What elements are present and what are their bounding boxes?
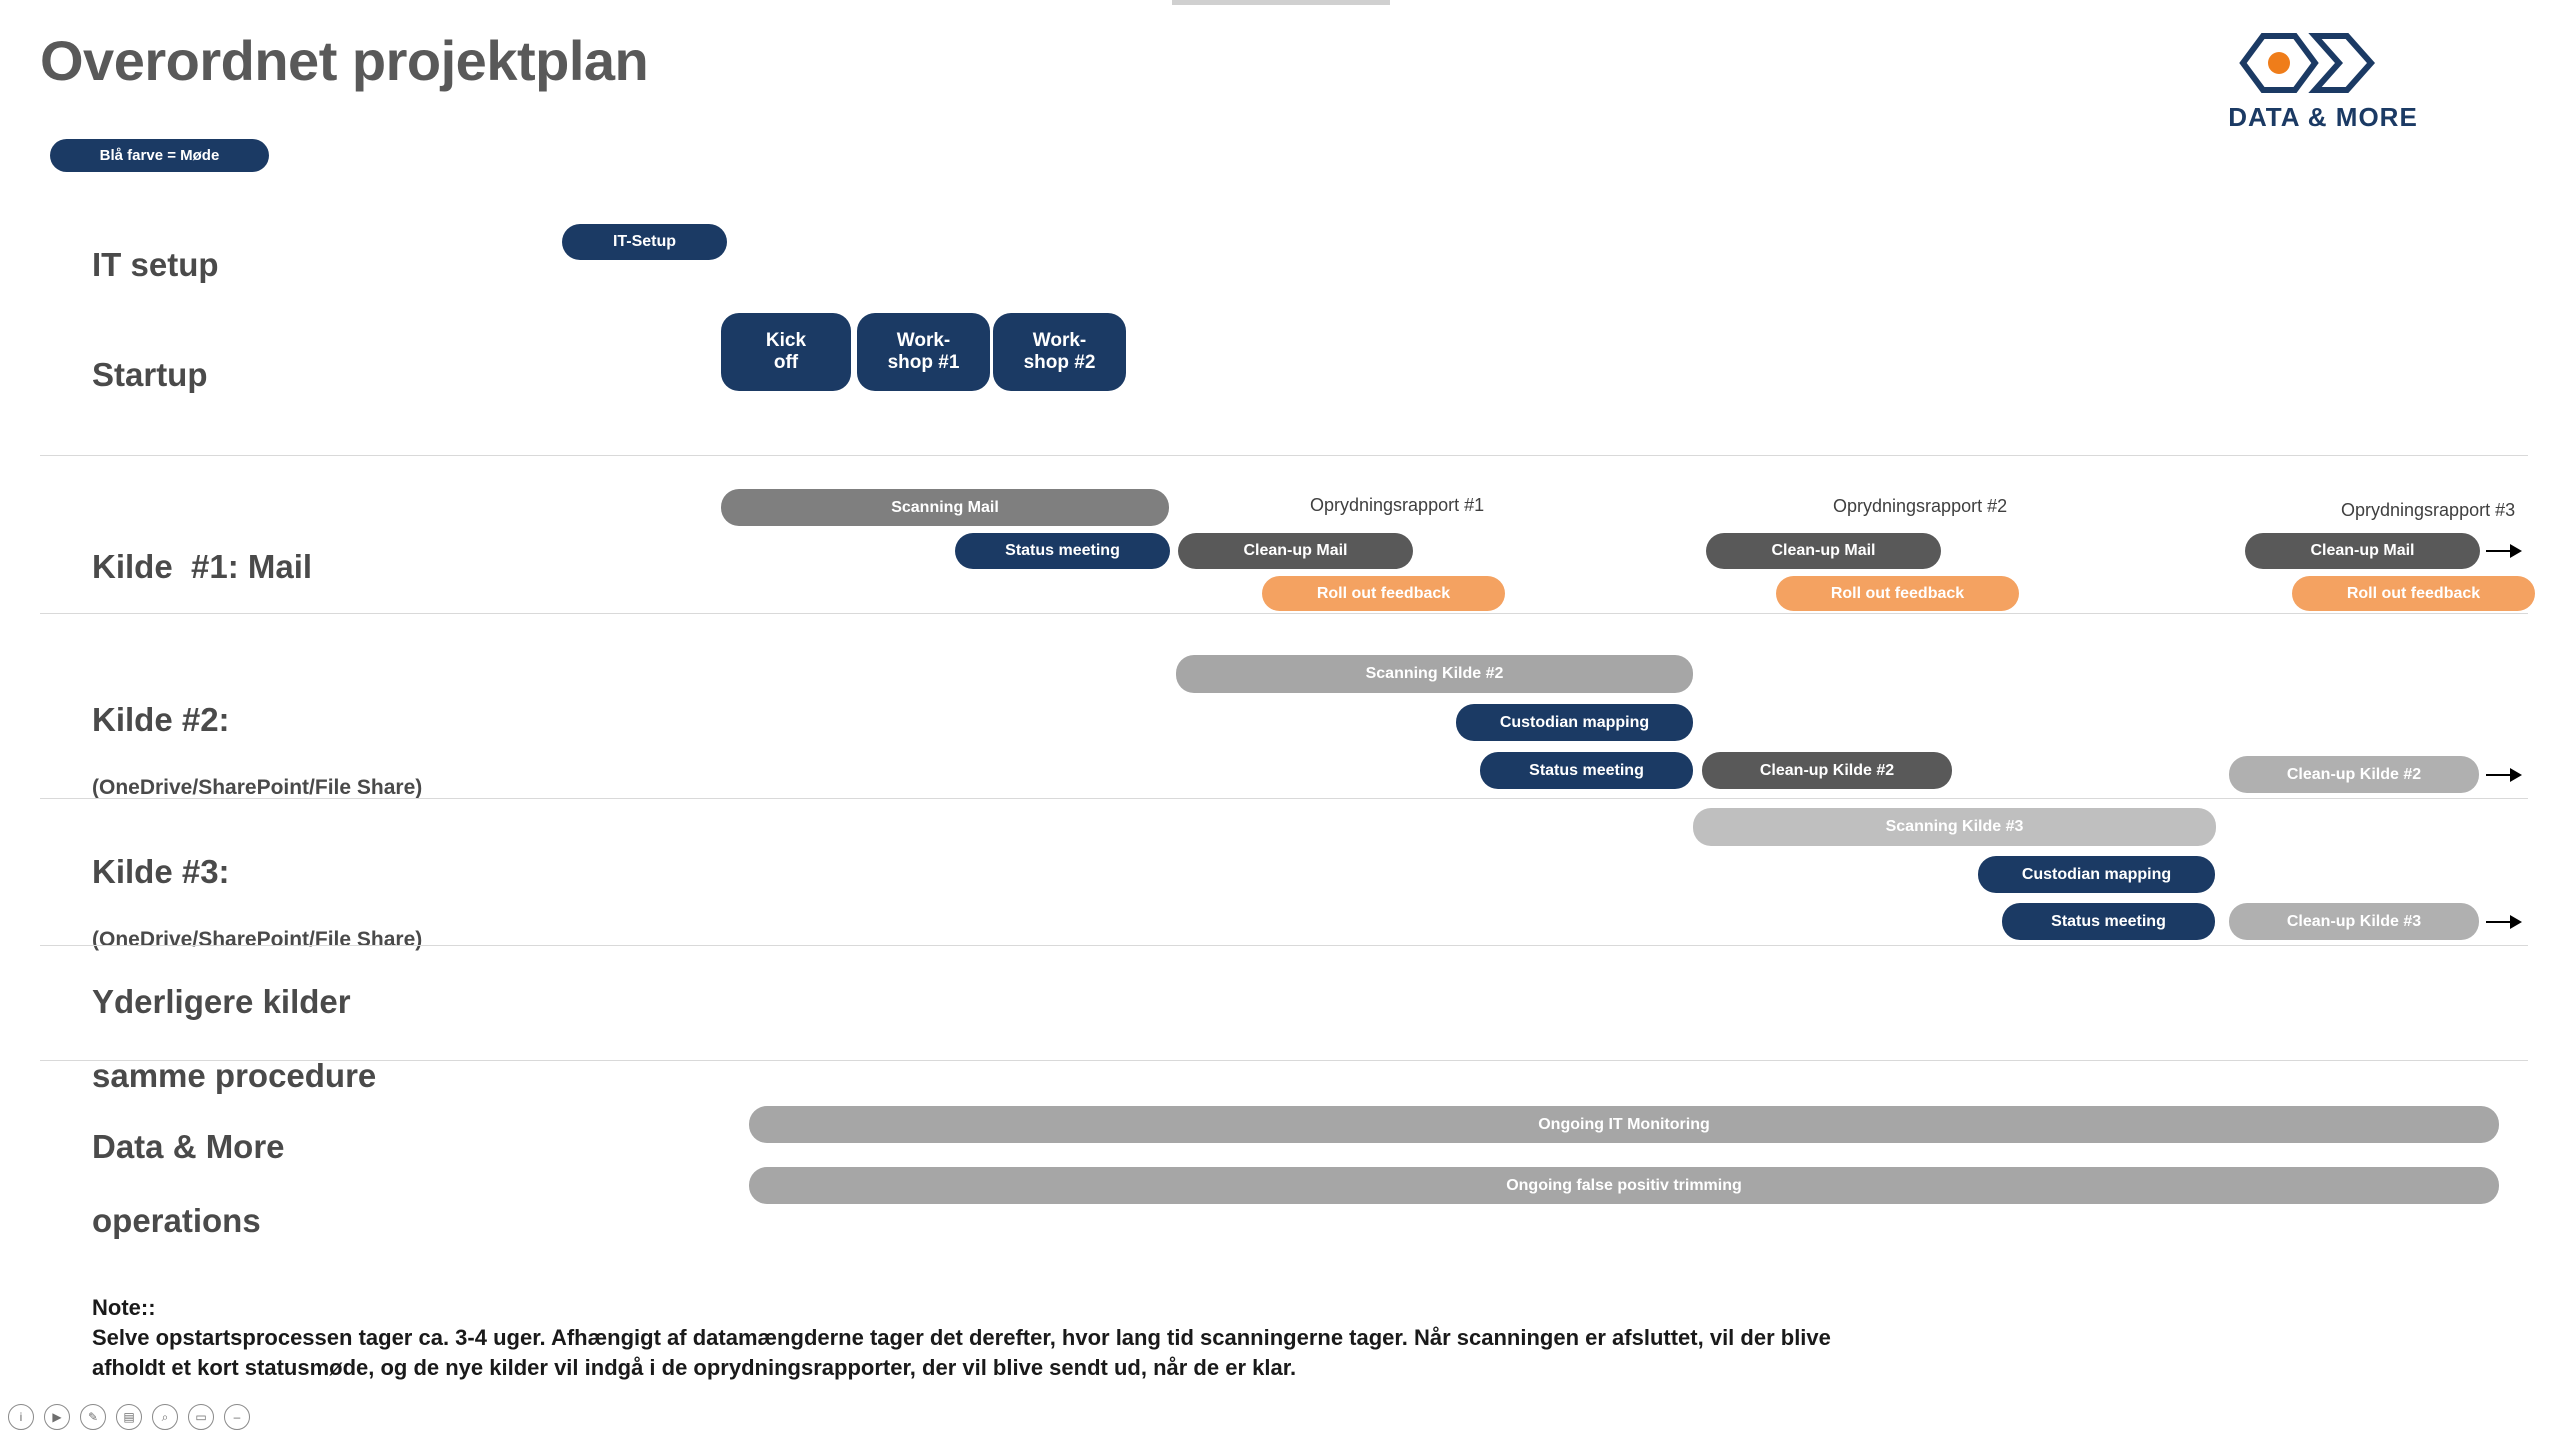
note-heading: Note::	[92, 1295, 156, 1320]
caption-report-3: Oprydningsrapport #3	[2341, 500, 2516, 520]
row-label-yderligere-kilder: Yderligere kilder samme procedure	[92, 983, 377, 1094]
bar-workshop-2-line2: shop #2	[1023, 352, 1096, 373]
bar-cleanup-mail-3[interactable]: Clean-up Mail	[2245, 533, 2480, 569]
caption-report-1: Oprydningsrapport #1	[1310, 495, 1485, 515]
bar-kick-off-line2: off	[773, 352, 799, 373]
company-logo: DATA & MORE	[2203, 30, 2443, 132]
bar-rollout-feedback-3[interactable]: Roll out feedback	[2292, 576, 2535, 611]
bar-rollout-feedback-2[interactable]: Roll out feedback	[1776, 576, 2019, 611]
bar-cleanup-kilde-3[interactable]: Clean-up Kilde #3	[2229, 903, 2479, 940]
arrow-kilde-1	[2486, 541, 2526, 561]
divider-3	[40, 798, 2528, 799]
arrow-kilde-2	[2486, 765, 2526, 785]
bar-status-meeting-2[interactable]: Status meeting	[1480, 752, 1693, 789]
bar-scanning-kilde-3[interactable]: Scanning Kilde #3	[1693, 808, 2216, 846]
search-icon[interactable]: ⌕	[152, 1404, 178, 1430]
bar-cleanup-mail-2[interactable]: Clean-up Mail	[1706, 533, 1941, 569]
bar-status-meeting-1[interactable]: Status meeting	[955, 533, 1170, 569]
pen-icon[interactable]: ✎	[80, 1404, 106, 1430]
page-title: Overordnet projektplan	[40, 29, 649, 92]
divider-1	[40, 455, 2528, 456]
bar-cleanup-kilde-2-a[interactable]: Clean-up Kilde #2	[1702, 752, 1952, 789]
row-label-startup: Startup	[92, 356, 208, 393]
bar-workshop-2-line1: Work-	[1032, 330, 1087, 352]
bar-ongoing-it-monitoring[interactable]: Ongoing IT Monitoring	[749, 1106, 2499, 1143]
hexagon-arrow-logo-icon	[2239, 33, 2376, 93]
minus-icon[interactable]: –	[224, 1404, 250, 1430]
bar-status-meeting-3[interactable]: Status meeting	[2002, 903, 2215, 940]
bar-custodian-mapping-2[interactable]: Custodian mapping	[1456, 704, 1693, 741]
note-block: Note:: Selve opstartsprocessen tager ca.…	[92, 1293, 2472, 1383]
bar-kick-off-line1: Kick	[765, 330, 807, 352]
divider-4	[40, 945, 2528, 946]
notes-icon[interactable]: ▭	[188, 1404, 214, 1430]
legend-badge: Blå farve = Møde	[50, 139, 269, 172]
bar-ongoing-false-positiv[interactable]: Ongoing false positiv trimming	[749, 1167, 2499, 1204]
note-line-2: afholdt et kort statusmøde, og de nye ki…	[92, 1354, 1297, 1380]
arrow-kilde-3	[2486, 912, 2526, 932]
bar-kick-off[interactable]: Kick off	[721, 313, 851, 391]
row-label-kilde-1: Kilde #1: Mail	[92, 548, 313, 585]
play-icon[interactable]: ▶	[44, 1404, 70, 1430]
bar-cleanup-kilde-2-b[interactable]: Clean-up Kilde #2	[2229, 756, 2479, 793]
row-label-operations: Data & More operations	[92, 1128, 285, 1239]
row-label-kilde-2: Kilde #2: (OneDrive/SharePoint/File Shar…	[92, 701, 423, 799]
logo-text: DATA & MORE	[2228, 102, 2418, 132]
bar-workshop-1-line1: Work-	[896, 330, 951, 352]
bar-workshop-1-line2: shop #1	[887, 352, 960, 373]
note-line-1: Selve opstartsprocessen tager ca. 3-4 ug…	[92, 1324, 1831, 1350]
info-icon[interactable]: i	[8, 1404, 34, 1430]
divider-2	[40, 613, 2528, 614]
row-label-it-setup: IT setup	[92, 246, 219, 283]
bar-workshop-2[interactable]: Work- shop #2	[993, 313, 1126, 391]
bar-custodian-mapping-3[interactable]: Custodian mapping	[1978, 856, 2215, 893]
bar-cleanup-mail-1[interactable]: Clean-up Mail	[1178, 533, 1413, 569]
bar-it-setup[interactable]: IT-Setup	[562, 224, 727, 260]
caption-report-2: Oprydningsrapport #2	[1833, 496, 2008, 516]
bar-scanning-mail[interactable]: Scanning Mail	[721, 489, 1169, 526]
bar-scanning-kilde-2[interactable]: Scanning Kilde #2	[1176, 655, 1693, 693]
bar-rollout-feedback-1[interactable]: Roll out feedback	[1262, 576, 1505, 611]
stamp-icon[interactable]: ▤	[116, 1404, 142, 1430]
divider-5	[40, 1060, 2528, 1061]
bottom-toolbar[interactable]: i ▶ ✎ ▤ ⌕ ▭ –	[8, 1404, 250, 1430]
top-notch-decoration	[1172, 0, 1390, 5]
bar-workshop-1[interactable]: Work- shop #1	[857, 313, 990, 391]
